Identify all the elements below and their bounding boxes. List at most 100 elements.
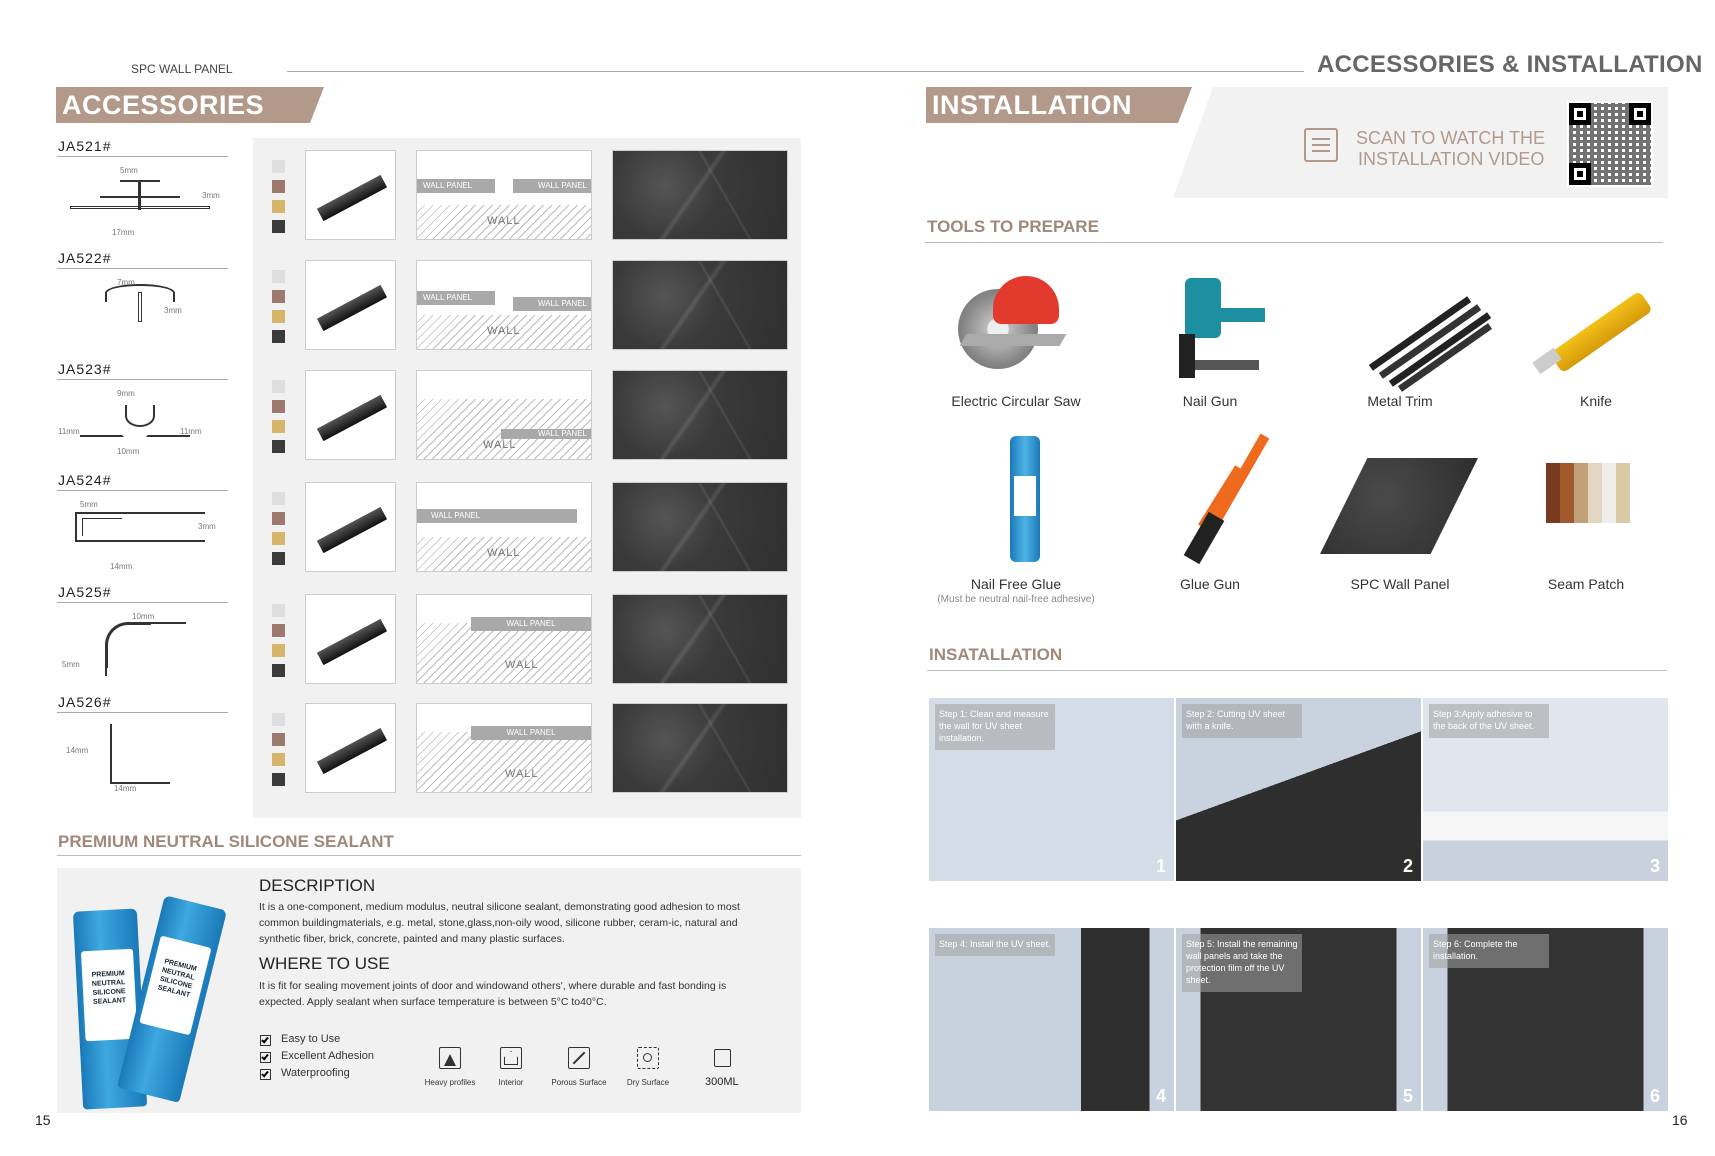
color-swatch[interactable] — [272, 310, 285, 323]
finished-corner-photo — [612, 370, 788, 460]
profile-drawing — [70, 614, 220, 676]
knife-icon — [1530, 280, 1660, 375]
profile-code: JA523# — [58, 361, 112, 377]
step-caption: Step 1: Clean and measure the wall for U… — [935, 704, 1055, 750]
nail-free-glue-icon — [1010, 436, 1040, 562]
tools-rule — [925, 242, 1663, 243]
sealant-rule — [57, 855, 801, 856]
wall-label: WALL — [505, 659, 539, 671]
profile-dimension: 14mm — [66, 746, 89, 755]
step-number: 4 — [1155, 1086, 1166, 1106]
profile-dimension: 14mm — [114, 784, 137, 793]
wall-panel-label: WALL PANEL — [501, 429, 591, 439]
color-swatch[interactable] — [272, 512, 285, 525]
color-swatch[interactable] — [272, 200, 285, 213]
trim-shape — [316, 394, 388, 442]
checkbox-icon — [260, 1069, 271, 1080]
step-number: 6 — [1649, 1086, 1660, 1106]
trim-photo — [305, 594, 396, 684]
profile-code: JA521# — [58, 138, 112, 154]
profile-rule — [57, 602, 228, 603]
step-number: 1 — [1155, 856, 1166, 876]
trim-photo — [305, 150, 396, 240]
color-swatch[interactable] — [272, 624, 285, 637]
profile-rule — [57, 156, 228, 157]
seam-patch-icon — [1546, 463, 1642, 539]
volume-icon — [714, 1049, 731, 1067]
color-swatch[interactable] — [272, 270, 285, 283]
color-swatch[interactable] — [272, 220, 285, 233]
profile-rule — [57, 490, 228, 491]
scan-line-2: INSTALLATION VIDEO — [1358, 149, 1545, 169]
color-swatch[interactable] — [272, 180, 285, 193]
color-swatch[interactable] — [272, 380, 285, 393]
tool-name: Knife — [1580, 393, 1612, 409]
profile-rule — [57, 268, 228, 269]
color-swatch[interactable] — [272, 492, 285, 505]
heavy-profiles-icon — [439, 1047, 461, 1069]
wall-panel-label: WALL PANEL — [471, 726, 591, 740]
property-label: Dry Surface — [626, 1078, 670, 1087]
color-swatch[interactable] — [272, 290, 285, 303]
tools-heading: TOOLS TO PREPARE — [927, 217, 1099, 236]
wall-label: WALL — [487, 547, 521, 559]
trim-photo — [305, 703, 396, 793]
color-swatch[interactable] — [272, 440, 285, 453]
color-swatch[interactable] — [272, 713, 285, 726]
property-label: Interior — [498, 1078, 524, 1087]
trim-shape — [316, 727, 388, 775]
install-step: Step 4: Install the UV sheet.4 — [929, 928, 1174, 1111]
circular-saw-icon — [953, 274, 1068, 382]
color-swatch[interactable] — [272, 733, 285, 746]
profile-dimension: 3mm — [198, 522, 216, 531]
volume-label: 300ML — [705, 1076, 739, 1088]
trim-shape — [316, 284, 388, 332]
wall-label: WALL — [483, 439, 517, 451]
color-swatch[interactable] — [272, 773, 285, 786]
series-label: SPC WALL PANEL — [131, 62, 233, 76]
trim-shape — [316, 618, 388, 666]
wall-panel-label: WALL PANEL — [417, 179, 495, 193]
tool-name: Glue Gun — [1180, 576, 1240, 592]
color-swatch[interactable] — [272, 604, 285, 617]
install-step: Step 1: Clean and measure the wall for U… — [929, 698, 1174, 881]
color-swatch[interactable] — [272, 753, 285, 766]
qr-code[interactable] — [1567, 101, 1653, 187]
dry-surface-icon — [637, 1047, 659, 1069]
color-swatch[interactable] — [272, 400, 285, 413]
color-swatch[interactable] — [272, 644, 285, 657]
color-swatch[interactable] — [272, 552, 285, 565]
description-title: DESCRIPTION — [259, 876, 376, 895]
color-swatch[interactable] — [272, 420, 285, 433]
color-swatch[interactable] — [272, 532, 285, 545]
checkbox-icon — [260, 1052, 271, 1063]
step-caption: Step 6: Complete the installation. — [1429, 934, 1549, 968]
profile-dimension: 11mm — [58, 427, 80, 436]
finished-corner-photo — [612, 260, 788, 350]
sealant-heading: PREMIUM NEUTRAL SILICONE SEALANT — [58, 832, 394, 851]
porous-surface-icon — [568, 1047, 590, 1069]
tool-name: Nail Gun — [1182, 393, 1238, 409]
where-to-use-title: WHERE TO USE — [259, 954, 390, 973]
profile-drawing — [70, 724, 220, 786]
wall-panel-label: WALL PANEL — [417, 291, 495, 305]
installation-banner: INSTALLATION — [926, 87, 1192, 123]
tool-name: Electric Circular Saw — [951, 393, 1081, 409]
trim-photo — [305, 260, 396, 350]
profile-rule — [57, 379, 228, 380]
interior-icon — [500, 1047, 522, 1069]
color-swatch[interactable] — [272, 160, 285, 173]
step-number: 5 — [1402, 1086, 1413, 1106]
profile-drawing — [70, 502, 220, 564]
page-number-left: 15 — [35, 1112, 51, 1128]
color-swatch[interactable] — [272, 330, 285, 343]
color-swatch[interactable] — [272, 664, 285, 677]
profile-drawing — [70, 391, 220, 453]
profile-drawing — [70, 168, 220, 230]
description-text: It is a one-component, medium modulus, n… — [259, 901, 740, 945]
tool-name: Metal Trim — [1367, 393, 1433, 409]
install-step: Step 5: Install the remaining wall panel… — [1176, 928, 1421, 1111]
install-step: Step 6: Complete the installation. 6 — [1423, 928, 1668, 1111]
